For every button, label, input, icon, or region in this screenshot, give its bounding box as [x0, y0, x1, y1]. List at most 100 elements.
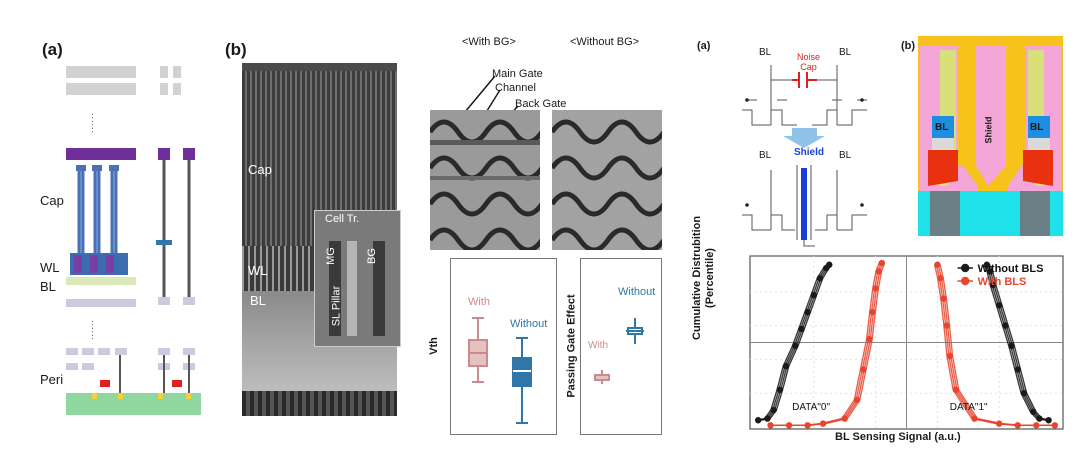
data-point [866, 335, 873, 343]
data-point [776, 386, 784, 394]
data-point [996, 420, 1003, 427]
data-point [934, 261, 941, 268]
data-point [764, 415, 771, 422]
data-point [819, 420, 827, 427]
data-point [946, 352, 953, 360]
data-point [1036, 415, 1043, 422]
label-b-cross: (b) [901, 40, 916, 52]
data-point [841, 415, 848, 422]
annotation-data1: DATA"1" [950, 402, 988, 413]
data-point [986, 268, 994, 275]
chart-ylabel: Cumulative Distrubition (Percentile) [691, 215, 716, 340]
data-point [878, 259, 885, 267]
data-point [943, 322, 950, 329]
data-point [816, 275, 824, 282]
sem-label-cap: Cap [248, 162, 272, 177]
legend-label: Without BLS [978, 263, 1044, 275]
cross-shield-label: Shield [983, 116, 994, 144]
label-b: (b) [225, 40, 247, 59]
dots-bottom: ...... [90, 320, 100, 342]
callout-channel: Channel [495, 82, 536, 94]
vth-box-without [512, 337, 532, 424]
noise-cap-label: Noise Cap [797, 52, 821, 72]
shield-cross-section [918, 36, 1063, 236]
data-point [1051, 422, 1059, 429]
chart-xlabel: BL Sensing Signal (a.u.) [835, 431, 961, 443]
circuit-shield-label: Shield [794, 147, 825, 158]
pge-box-with [594, 370, 610, 384]
sem-label-wl: WL [248, 263, 268, 278]
data-point [1029, 408, 1037, 415]
vth-ylabel: Vth [427, 337, 440, 355]
title-without-bg: <Without BG> [570, 36, 640, 48]
data-point [1033, 422, 1040, 429]
cross-bl-right: BL [1030, 122, 1044, 133]
circuit-bottom-bl-left: BL [759, 150, 772, 161]
data-point [1014, 422, 1021, 429]
circuit-diagram [742, 65, 867, 247]
panel-3d-dram-structure: (a) (b) [0, 0, 420, 452]
data-point [937, 275, 944, 282]
callout-back-gate: Back Gate [515, 98, 567, 110]
pge-label-with: With [588, 340, 608, 351]
data-point [940, 295, 947, 302]
layer-label-wl: WL [40, 260, 60, 275]
sem-label-mg: MG [324, 247, 337, 265]
data-point [952, 386, 960, 394]
vth-boxes [468, 317, 532, 424]
data-point [785, 422, 793, 429]
label-a-circuit: (a) [697, 40, 711, 52]
layer-label-bl: BL [40, 279, 56, 294]
pge-box-without [626, 318, 644, 344]
data-point [1002, 322, 1009, 329]
circuit-bottom-bl-right: BL [839, 150, 852, 161]
data-point [971, 415, 978, 422]
data-point [804, 308, 811, 316]
data-point [1014, 366, 1021, 373]
data-point [767, 422, 774, 429]
layer-stack-diagram [66, 66, 201, 415]
pge-ylabel: Passing Gate Effect [565, 294, 578, 398]
circuit-top-bl-right: BL [839, 47, 852, 58]
data-point [983, 261, 991, 268]
callout-main-gate: Main Gate [492, 68, 543, 80]
data-point [792, 342, 799, 350]
panel-bl-shield: (a) (b) BL BL Noise Cap BL BL Shield [675, 0, 1080, 452]
data-point [869, 308, 876, 316]
sem-label-cell-tr: Cell Tr. [325, 213, 360, 225]
vth-plot-frame [450, 258, 557, 435]
sem-label-bg: BG [365, 248, 378, 264]
vth-label-without: Without [510, 318, 548, 330]
pge-label-without: Without [618, 286, 656, 298]
tem-without-bg [552, 110, 662, 250]
sem-inset [314, 210, 401, 347]
pge-boxes [594, 318, 644, 384]
layer-label-peri: Peri [40, 372, 64, 387]
data-point [875, 268, 882, 275]
label-a: (a) [42, 40, 63, 59]
annotation-data0: DATA"0" [792, 402, 830, 413]
sem-label-pillar: SL Pillar [330, 285, 343, 327]
data-point [853, 396, 861, 404]
pge-plot-frame [580, 258, 662, 435]
legend-label: With BLS [978, 276, 1027, 288]
data-point [770, 406, 777, 414]
circuit-top-bl-left: BL [759, 47, 772, 58]
data-point [1020, 390, 1028, 397]
data-point [810, 291, 817, 299]
data-point [798, 325, 805, 333]
data-point [860, 366, 867, 373]
data-point [872, 285, 879, 292]
data-point [1008, 342, 1015, 350]
title-with-bg: <With BG> [462, 36, 516, 48]
data-point [754, 417, 762, 424]
data-point [804, 422, 811, 429]
panel-back-gate: <With BG> <Without BG> Main Gate Channel… [420, 0, 675, 452]
data-point [989, 281, 997, 289]
data-point [782, 362, 790, 370]
tem-with-bg [430, 110, 540, 250]
data-point [996, 302, 1003, 309]
sem-label-bl: BL [250, 293, 266, 308]
dots-top: ...... [90, 113, 100, 135]
